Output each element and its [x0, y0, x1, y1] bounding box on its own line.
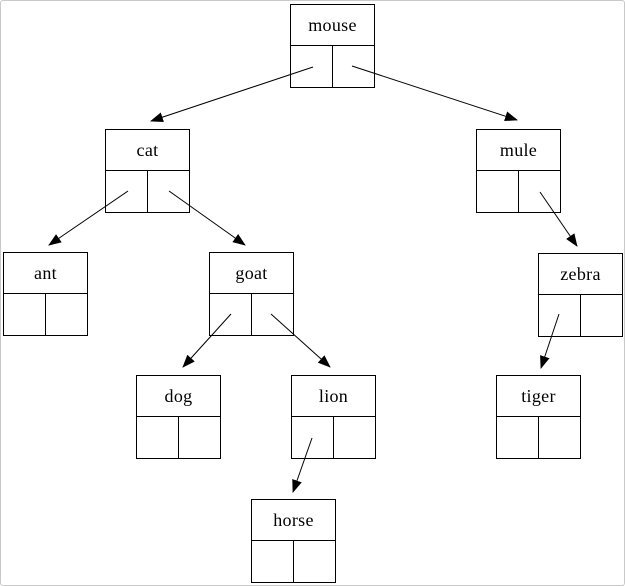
- left-pointer-cell: [292, 417, 334, 458]
- node-label-tiger: tiger: [497, 376, 580, 417]
- right-pointer-cell: [148, 171, 189, 212]
- node-label-horse: horse: [252, 500, 335, 541]
- left-pointer-cell: [106, 171, 148, 212]
- right-pointer-cell: [333, 46, 374, 87]
- node-label-zebra: zebra: [539, 254, 622, 295]
- pointer-cells-tiger: [497, 417, 580, 458]
- left-pointer-cell: [291, 46, 333, 87]
- pointer-cells-mouse: [291, 46, 374, 87]
- pointer-cells-dog: [137, 417, 220, 458]
- node-label-mouse: mouse: [291, 5, 374, 46]
- right-pointer-cell: [539, 417, 580, 458]
- left-pointer-cell: [477, 171, 519, 212]
- edge-mouse-right-mule: [351, 65, 518, 122]
- right-pointer-cell: [334, 417, 375, 458]
- right-pointer-cell: [46, 294, 87, 335]
- pointer-cells-zebra: [539, 295, 622, 336]
- left-pointer-cell: [137, 417, 179, 458]
- node-label-lion: lion: [292, 376, 375, 417]
- tree-node-lion: lion: [291, 375, 376, 459]
- pointer-cells-cat: [106, 171, 189, 212]
- tree-node-tiger: tiger: [496, 375, 581, 459]
- pointer-cells-goat: [210, 294, 293, 335]
- tree-node-mouse: mouse: [290, 4, 375, 88]
- pointer-cells-ant: [4, 294, 87, 335]
- node-label-ant: ant: [4, 253, 87, 294]
- right-pointer-cell: [581, 295, 622, 336]
- pointer-cells-lion: [292, 417, 375, 458]
- left-pointer-cell: [210, 294, 252, 335]
- pointer-cells-mule: [477, 171, 560, 212]
- tree-node-ant: ant: [3, 252, 88, 336]
- tree-node-horse: horse: [251, 499, 336, 583]
- right-pointer-cell: [252, 294, 293, 335]
- tree-node-zebra: zebra: [538, 253, 623, 337]
- node-label-goat: goat: [210, 253, 293, 294]
- tree-node-mule: mule: [476, 129, 561, 213]
- left-pointer-cell: [497, 417, 539, 458]
- left-pointer-cell: [252, 541, 294, 582]
- tree-node-cat: cat: [105, 129, 190, 213]
- right-pointer-cell: [294, 541, 335, 582]
- left-pointer-cell: [4, 294, 46, 335]
- edge-mouse-left-cat: [150, 66, 314, 122]
- tree-node-dog: dog: [136, 375, 221, 459]
- right-pointer-cell: [179, 417, 220, 458]
- pointer-cells-horse: [252, 541, 335, 582]
- tree-node-goat: goat: [209, 252, 294, 336]
- node-label-dog: dog: [137, 376, 220, 417]
- left-pointer-cell: [539, 295, 581, 336]
- right-pointer-cell: [519, 171, 560, 212]
- node-label-cat: cat: [106, 130, 189, 171]
- node-label-mule: mule: [477, 130, 560, 171]
